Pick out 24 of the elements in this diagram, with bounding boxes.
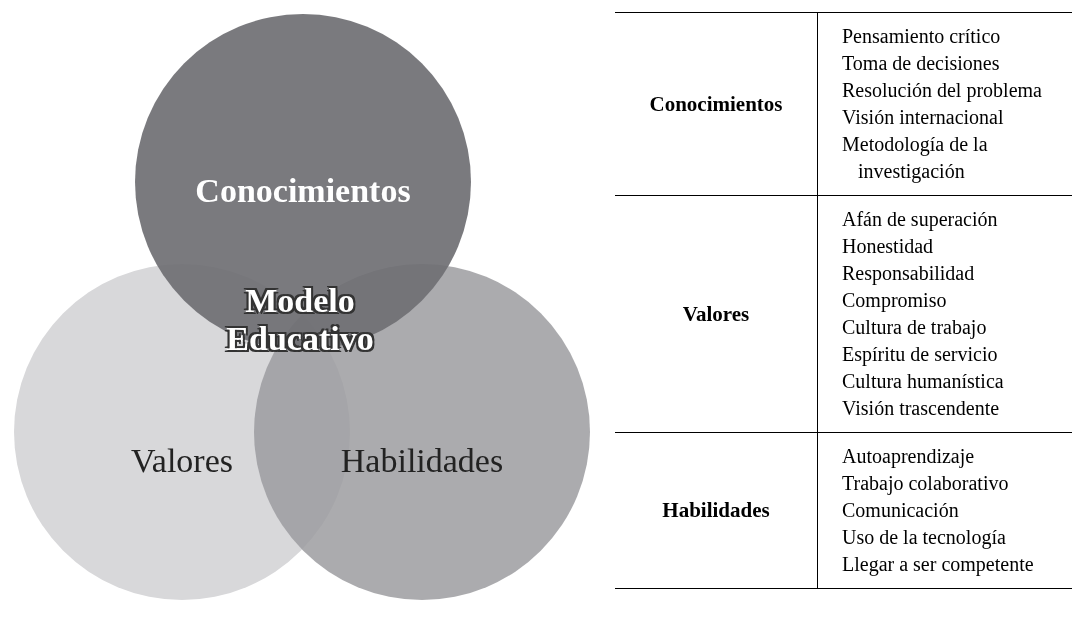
circle-label: Conocimientos (195, 172, 411, 209)
list-item: Visión internacional (842, 105, 1005, 130)
list-item: Autoaprendizaje (842, 444, 976, 470)
list-item: Responsabilidad (842, 261, 976, 287)
list-item: Uso de la tecnología (842, 525, 1007, 551)
list-item: Cultura de trabajo (842, 315, 988, 341)
list-item: Cultura humanística (842, 369, 1005, 394)
row-header: Conocimientos (649, 91, 783, 116)
list-item: Pensamiento crítico (842, 24, 1002, 49)
list-item: Toma de decisiones (842, 51, 1001, 76)
list-item: Compromiso (842, 288, 948, 314)
list-item: Trabajo colaborativo (842, 471, 1010, 497)
list-item: Llegar a ser competente (842, 552, 1035, 578)
list-item: Resolución del problema (842, 78, 1043, 104)
list-item: Afán de superación (842, 207, 999, 233)
row-header: Habilidades (662, 498, 770, 522)
list-item: Honestidad (842, 234, 935, 259)
circle-label: Habilidades (340, 442, 504, 479)
list-item: Metodología de la investigación (842, 132, 989, 185)
circle-label: Valores (131, 442, 233, 479)
list-item: Comunicación (842, 498, 960, 523)
list-item: Visión trascendente (842, 396, 1001, 421)
row-header: Valores (682, 301, 750, 326)
list-item: Espíritu de servicio (842, 342, 999, 368)
